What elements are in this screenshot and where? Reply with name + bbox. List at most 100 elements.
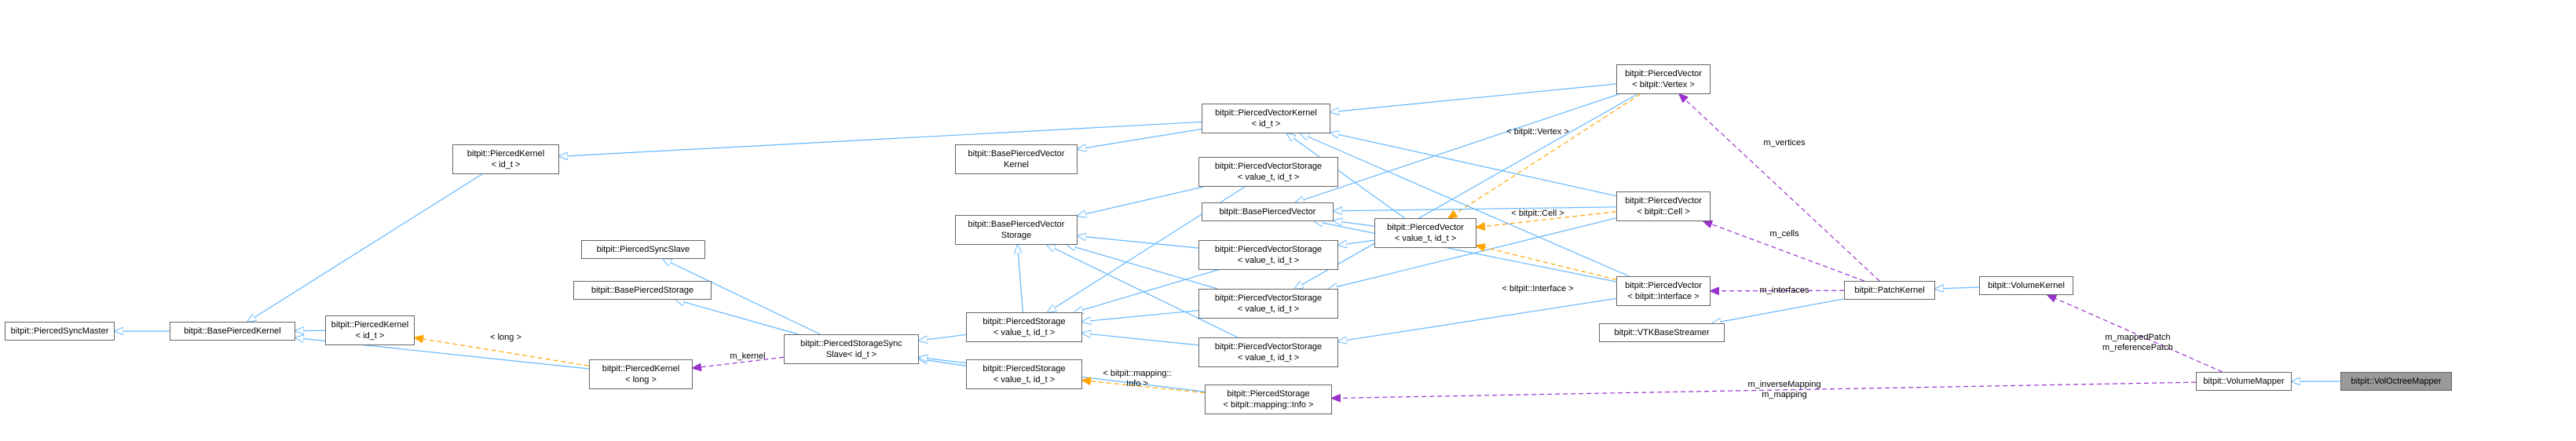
node-pierced-kernel-long[interactable]: bitpit::PiercedKernel < long > xyxy=(589,359,693,389)
node-label-template: Storage xyxy=(1001,231,1032,240)
edge-template-piercedKernelLong-to-piercedKernelId xyxy=(415,337,590,366)
node-label-template: Slave< id_t > xyxy=(825,350,877,359)
node-pierced-vector-storage-4[interactable]: bitpit::PiercedVectorStorage < value_t, … xyxy=(1198,337,1338,367)
node-label: bitpit::VTKBaseStreamer xyxy=(1614,328,1710,337)
edge-inheritance-piercedVectorVertex-to-pvStorage3 xyxy=(1294,93,1637,289)
node-label-template: Kernel xyxy=(1004,160,1029,169)
node-label: bitpit::PiercedVectorStorage xyxy=(1214,342,1323,352)
edge-usage-volumeMapper-to-volumeKernel xyxy=(2047,295,2223,373)
edge-layer xyxy=(115,83,2340,399)
edge-template-piercedVectorCell-to-piercedVectorGeneric xyxy=(1476,211,1617,228)
node-pierced-vector-value-id[interactable]: bitpit::PiercedVector < value_t, id_t > xyxy=(1374,218,1476,248)
node-vtk-base-streamer[interactable]: bitpit::VTKBaseStreamer xyxy=(1599,323,1725,342)
edge-inheritance-piercedVectorInterface-to-pvStorage4 xyxy=(1338,297,1617,341)
node-label: bitpit::PiercedVectorKernel xyxy=(1215,108,1317,118)
node-pierced-vector-vertex[interactable]: bitpit::PiercedVector < bitpit::Vertex > xyxy=(1616,64,1711,94)
node-label: bitpit::BasePiercedVector xyxy=(1219,207,1316,217)
node-label-template: < long > xyxy=(625,375,657,385)
node-label: bitpit::VolOctreeMapper xyxy=(2351,377,2442,386)
node-label-template: < id_t > xyxy=(1251,119,1281,129)
node-pierced-storage-mapping-info[interactable]: bitpit::PiercedStorage < bitpit::mapping… xyxy=(1205,385,1332,414)
node-label-template: < value_t, id_t > xyxy=(1394,234,1457,243)
node-label: bitpit::PiercedStorageSync xyxy=(800,339,902,348)
node-label: bitpit::PiercedVector xyxy=(1625,281,1702,290)
node-volume-mapper[interactable]: bitpit::VolumeMapper xyxy=(2196,372,2292,391)
node-label-template: < bitpit::Vertex > xyxy=(1632,80,1695,89)
node-label: bitpit::BasePiercedVector xyxy=(968,149,1065,159)
node-pierced-vector-kernel[interactable]: bitpit::PiercedVectorKernel < id_t > xyxy=(1202,104,1330,133)
node-label: bitpit::PiercedVectorStorage xyxy=(1214,162,1323,171)
node-pierced-storage-value-id-lower[interactable]: bitpit::PiercedStorage < value_t, id_t > xyxy=(966,359,1082,389)
node-label-template: < value_t, id_t > xyxy=(1237,173,1300,182)
edge-label-mapping-info: < bitpit::mapping::Info > xyxy=(1103,369,1172,388)
edge-usage-piercedStorageSyncSlave-to-piercedKernelLong xyxy=(693,356,785,368)
node-base-pierced-vector[interactable]: bitpit::BasePiercedVector xyxy=(1202,202,1334,221)
node-label: bitpit::PiercedKernel xyxy=(602,364,680,374)
edge-inheritance-pvStorage3-to-piercedStorageMain xyxy=(1082,309,1199,322)
edge-inheritance-piercedKernelTop-to-basePiercedKernel xyxy=(247,173,483,322)
node-label: bitpit::PiercedStorage xyxy=(1227,389,1310,399)
edge-inheritance-piercedVectorVertex-to-basePiercedVector xyxy=(1296,93,1619,202)
node-pierced-vector-storage-3[interactable]: bitpit::PiercedVectorStorage < value_t, … xyxy=(1198,289,1338,319)
edge-inheritance-piercedVectorGeneric-to-pvStorage2 xyxy=(1338,239,1375,245)
node-label-template: < value_t, id_t > xyxy=(993,328,1056,337)
edge-label-m-vertices: m_vertices xyxy=(1763,138,1806,148)
node-label: bitpit::PiercedKernel xyxy=(467,149,545,159)
node-label: bitpit::PiercedSyncMaster xyxy=(10,326,109,336)
node-base-pierced-kernel[interactable]: bitpit::BasePiercedKernel xyxy=(170,322,295,341)
node-label: bitpit::BasePiercedStorage xyxy=(591,286,694,295)
node-pierced-vector-storage-2[interactable]: bitpit::PiercedVectorStorage < value_t, … xyxy=(1198,240,1338,270)
node-label: bitpit::PiercedStorage xyxy=(982,364,1066,374)
edge-label-m-interfaces: m_interfaces xyxy=(1759,286,1809,295)
edge-inheritance-piercedVectorGeneric-to-piercedVectorKernel xyxy=(1286,133,1405,219)
node-label: bitpit::PiercedKernel xyxy=(331,320,409,330)
node-pierced-sync-master[interactable]: bitpit::PiercedSyncMaster xyxy=(5,322,115,341)
node-label-template: < value_t, id_t > xyxy=(1237,353,1300,363)
node-pierced-storage-sync-slave[interactable]: bitpit::PiercedStorageSync Slave< id_t > xyxy=(784,334,919,364)
node-base-pierced-vector-storage[interactable]: bitpit::BasePiercedVector Storage xyxy=(955,215,1078,245)
edge-inheritance-piercedStorageMain-to-piercedStorageSyncSlave xyxy=(919,333,967,341)
node-label: bitpit::PiercedVectorStorage xyxy=(1214,245,1323,254)
edge-inheritance-pvStorage3-to-basePiercedVectorStorage xyxy=(1067,245,1218,290)
edge-usage-patchKernel-to-piercedVectorVertex xyxy=(1679,94,1880,282)
edge-label-interface: < bitpit::Interface > xyxy=(1502,284,1574,293)
node-pierced-kernel-id-t-top[interactable]: bitpit::PiercedKernel < id_t > xyxy=(452,144,559,174)
node-label: bitpit::PiercedSyncSlave xyxy=(596,245,690,254)
node-label-template: < value_t, id_t > xyxy=(1237,304,1300,314)
node-volume-kernel[interactable]: bitpit::VolumeKernel xyxy=(1979,276,2073,295)
edge-usage-patchKernel-to-piercedVectorInterface xyxy=(1711,290,1845,291)
node-pierced-storage-value-id[interactable]: bitpit::PiercedStorage < value_t, id_t > xyxy=(966,312,1082,342)
node-pierced-sync-slave[interactable]: bitpit::PiercedSyncSlave xyxy=(581,240,705,259)
node-label: bitpit::VolumeKernel xyxy=(1988,281,2065,290)
edge-inheritance-piercedVectorGeneric-to-basePiercedVector xyxy=(1334,220,1375,227)
node-label-template: < id_t > xyxy=(491,160,521,169)
edge-inheritance-pvStorage2-to-piercedStorageMain xyxy=(1074,269,1218,312)
edge-inheritance-piercedStorageMain-to-basePiercedVectorStorage xyxy=(1018,245,1024,313)
node-pierced-vector-interface[interactable]: bitpit::PiercedVector < bitpit::Interfac… xyxy=(1616,276,1711,306)
node-label: bitpit::PiercedVector xyxy=(1387,223,1464,232)
node-label: bitpit::VolumeMapper xyxy=(2203,377,2285,386)
node-base-pierced-vector-kernel[interactable]: bitpit::BasePiercedVector Kernel xyxy=(955,144,1078,174)
edge-inheritance-piercedStorageSyncSlave-to-basePiercedStorage xyxy=(676,300,799,335)
node-label: bitpit::BasePiercedVector xyxy=(968,220,1065,229)
edge-label-long: < long > xyxy=(490,333,521,342)
edge-inheritance-piercedVectorInterface-to-basePiercedVector xyxy=(1315,221,1617,282)
edge-label-cell: < bitpit::Cell > xyxy=(1511,209,1564,218)
edge-inheritance-pvStorage1-to-basePiercedVectorStorage xyxy=(1078,186,1204,216)
edge-inheritance-piercedVectorKernel-to-basePiercedVectorKernel xyxy=(1078,128,1202,149)
edge-template-piercedVectorInterface-to-piercedVectorGeneric xyxy=(1476,246,1617,280)
node-patch-kernel[interactable]: bitpit::PatchKernel xyxy=(1844,281,1935,300)
edge-inheritance-piercedVectorCell-to-piercedVectorKernel xyxy=(1330,133,1617,197)
edge-inheritance-piercedVectorInterface-to-piercedVectorKernel xyxy=(1301,133,1630,277)
node-pierced-kernel-id-t[interactable]: bitpit::PiercedKernel < id_t > xyxy=(325,315,415,345)
edge-template-piercedVectorVertex-to-piercedVectorGeneric xyxy=(1448,93,1641,218)
edge-usage-volumeMapper-to-piercedStorageInfo xyxy=(1332,381,2197,398)
node-base-pierced-storage[interactable]: bitpit::BasePiercedStorage xyxy=(573,281,712,300)
node-label-template: < bitpit::Cell > xyxy=(1637,207,1690,217)
node-pierced-vector-storage-1[interactable]: bitpit::PiercedVectorStorage < value_t, … xyxy=(1198,157,1338,187)
node-label: bitpit::BasePiercedKernel xyxy=(184,326,281,336)
node-pierced-vector-cell[interactable]: bitpit::PiercedVector < bitpit::Cell > xyxy=(1616,191,1711,221)
